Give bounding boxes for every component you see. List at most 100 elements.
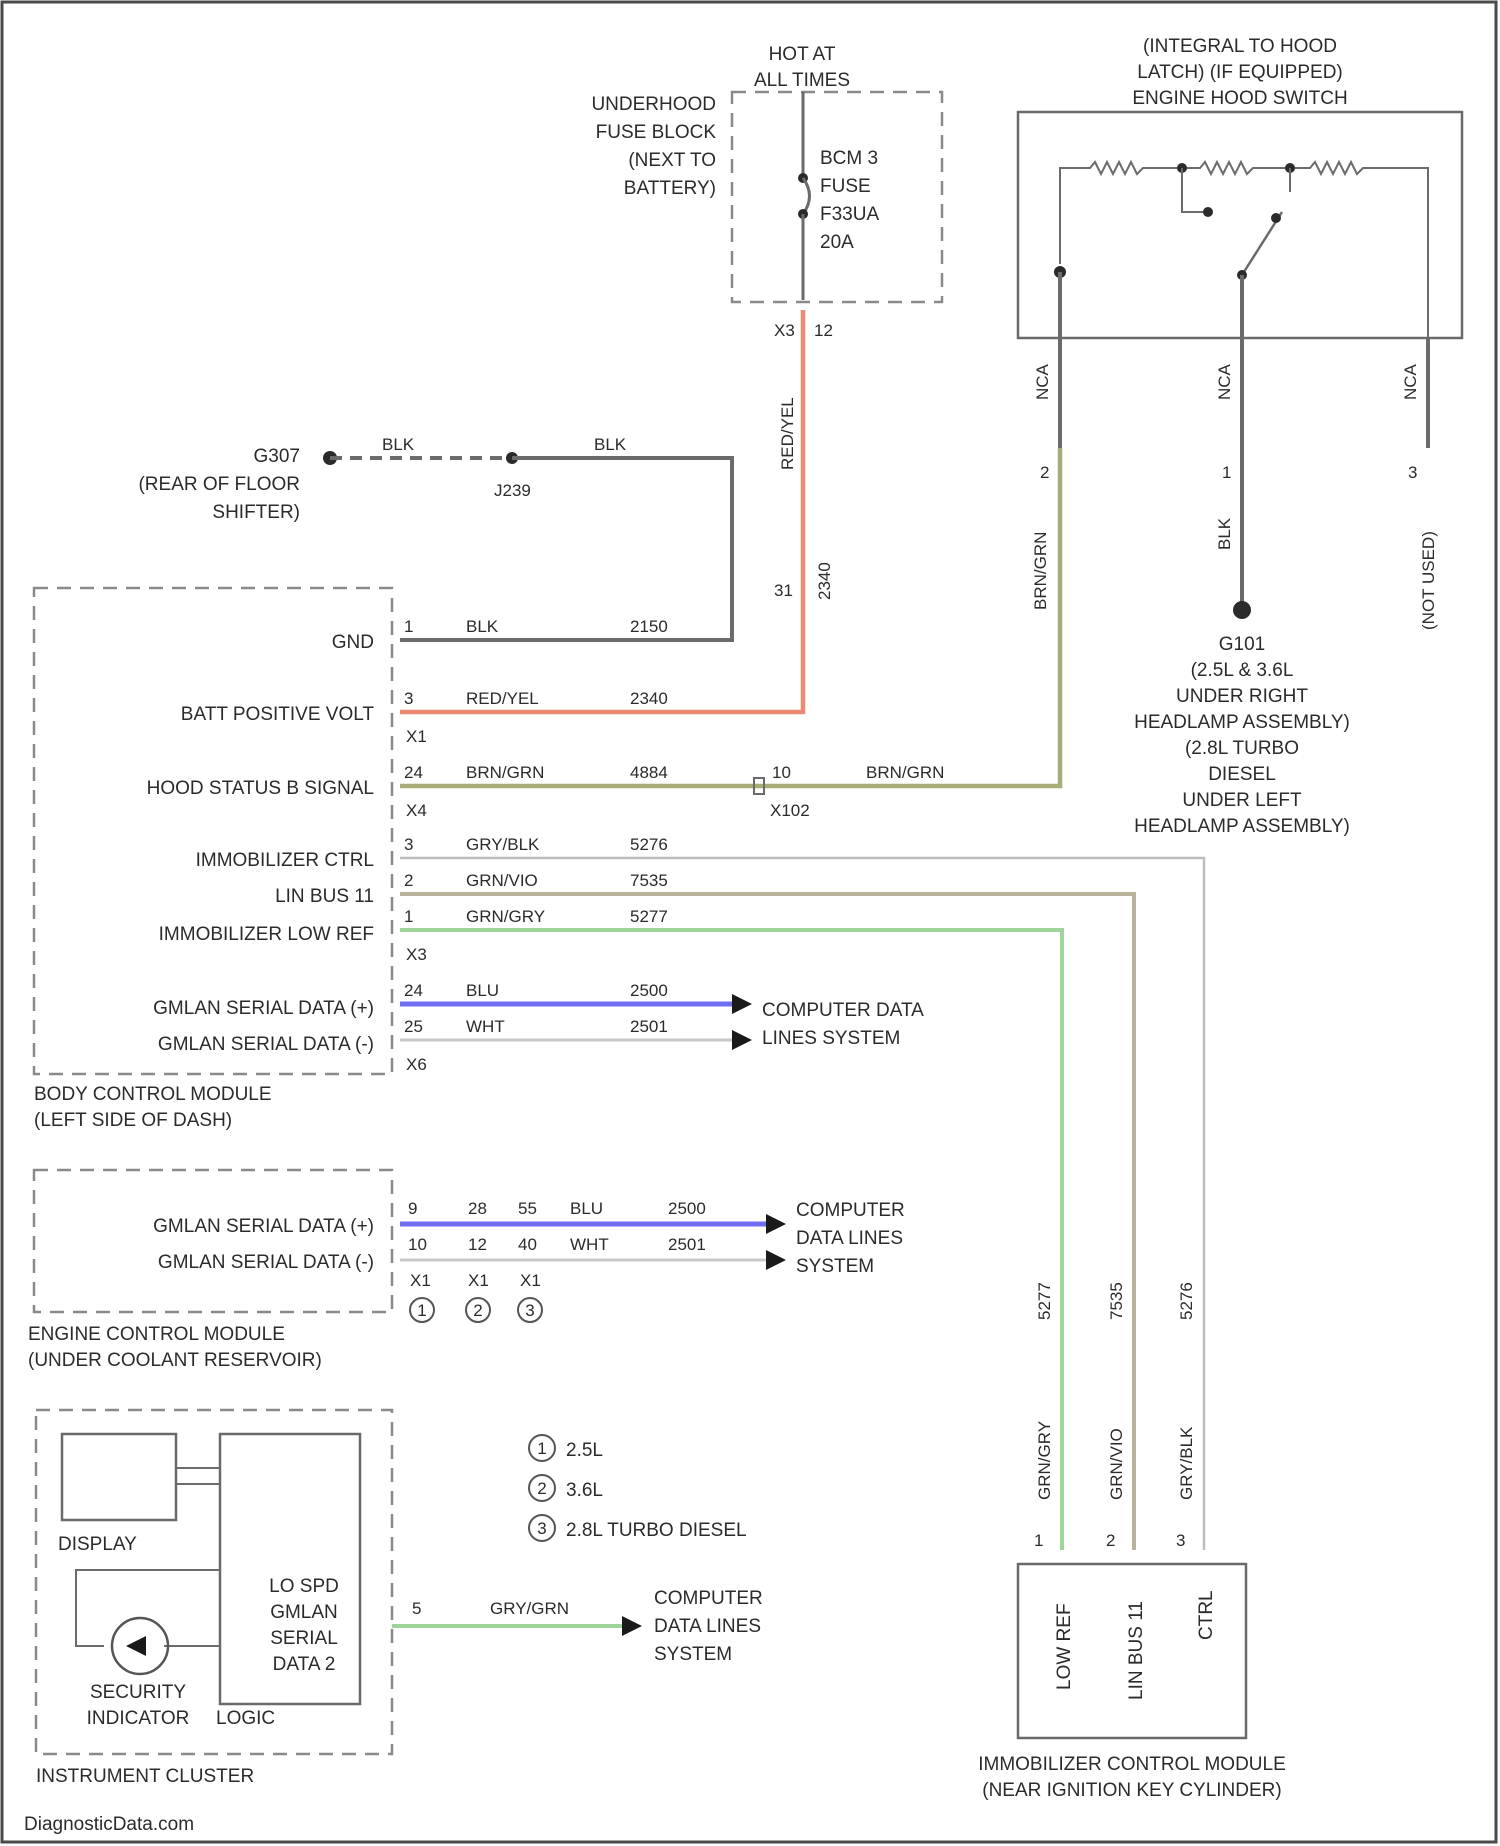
g101-line-1: G101: [1219, 634, 1265, 655]
cluster-target-2: DATA LINES: [654, 1616, 761, 1637]
bcm-signal-hood: HOOD STATUS B SIGNAL: [147, 778, 374, 799]
lo-spd-1: LO SPD: [269, 1576, 339, 1597]
bcm-signal-lin: LIN BUS 11: [275, 886, 374, 907]
ecm-pin-minus-2: 12: [468, 1235, 487, 1254]
g307-wire-color-a: BLK: [382, 435, 415, 454]
ecm-color-plus: BLU: [570, 1199, 603, 1218]
immo-pin-label-ctrl: CTRL: [1196, 1590, 1217, 1640]
ecm-pin-plus-1: 9: [408, 1199, 417, 1218]
fuse-block-name-3: (NEXT TO: [628, 150, 716, 171]
bcm-circuit-hood: 4884: [630, 763, 668, 782]
bcm-connector-x6: X6: [406, 1055, 427, 1074]
fuse-wire-color: RED/YEL: [778, 397, 797, 470]
bcm-pin-hood: 24: [404, 763, 423, 782]
x102-name: X102: [770, 801, 810, 820]
ecm-circuit-minus: 2501: [668, 1235, 706, 1254]
fuse-circuit: 2340: [815, 562, 834, 600]
legend-text-1: 2.5L: [566, 1440, 603, 1461]
ecm-variant-2: 2: [473, 1301, 482, 1320]
immo-name-2: (NEAR IGNITION KEY CYLINDER): [982, 1780, 1281, 1801]
fuse-splice-pin: 31: [774, 581, 793, 600]
ecm-pin-plus-3: 55: [518, 1199, 537, 1218]
legend-text-3: 2.8L TURBO DIESEL: [566, 1520, 747, 1541]
indicator-label-2: INDICATOR: [87, 1708, 190, 1729]
bcm-circuit-batt: 2340: [630, 689, 668, 708]
logic-label: LOGIC: [216, 1708, 275, 1729]
fuse-block-name-2: FUSE BLOCK: [596, 122, 717, 143]
ecm-connector-1: X1: [410, 1271, 431, 1290]
legend-num-3: 3: [537, 1519, 546, 1538]
fuse-name-3: F33UA: [820, 204, 879, 225]
x102-wire-color: BRN/GRN: [866, 763, 944, 782]
bcm-color-gnd: BLK: [466, 617, 499, 636]
bcm-data-target-2: LINES SYSTEM: [762, 1028, 900, 1049]
fuse-pin: 12: [814, 321, 833, 340]
ecm-pin-plus-2: 28: [468, 1199, 487, 1218]
legend-text-2: 3.6L: [566, 1480, 603, 1501]
ecm-target-3: SYSTEM: [796, 1256, 874, 1277]
g307-line-1: G307: [254, 446, 300, 467]
ecm-name-1: ENGINE CONTROL MODULE: [28, 1324, 285, 1345]
ecm-circuit-plus: 2500: [668, 1199, 706, 1218]
fuse-block-name-4: BATTERY): [624, 178, 716, 199]
bcm-circuit-gmlan-minus: 2501: [630, 1017, 668, 1036]
bcm-signal-batt: BATT POSITIVE VOLT: [181, 704, 375, 725]
bcm-signal-gnd: GND: [332, 632, 374, 653]
hood-switch-contact: [1203, 207, 1213, 217]
bcm-pin-gmlan-plus: 24: [404, 981, 423, 1000]
immo-circuit-ctrl: 5276: [1177, 1282, 1196, 1320]
g101-ground-point: [1233, 601, 1251, 619]
bcm-color-gmlan-minus: WHT: [466, 1017, 505, 1036]
immo-circuit-lin: 7535: [1107, 1282, 1126, 1320]
bcm-color-hood: BRN/GRN: [466, 763, 544, 782]
g101-line-4: HEADLAMP ASSEMBLY): [1134, 712, 1350, 733]
hood-left-wire-color: BRN/GRN: [1031, 532, 1050, 610]
legend-num-1: 1: [537, 1439, 546, 1458]
j239-label: J239: [494, 481, 531, 500]
hood-pin-right: 3: [1408, 463, 1417, 482]
g101-line-7: UNDER LEFT: [1182, 790, 1302, 811]
hood-not-used: (NOT USED): [1419, 531, 1438, 630]
bcm-pin-batt: 3: [404, 689, 413, 708]
ecm-variant-1: 1: [417, 1301, 426, 1320]
immo-name-1: IMMOBILIZER CONTROL MODULE: [978, 1754, 1286, 1775]
bcm-connector-x4: X4: [406, 801, 427, 820]
lo-spd-3: SERIAL: [270, 1628, 338, 1649]
bcm-color-immo-low: GRN/GRY: [466, 907, 545, 926]
ecm-pin-minus-3: 40: [518, 1235, 537, 1254]
g101-line-2: (2.5L & 3.6L: [1191, 660, 1294, 681]
hood-pin-label-mid: NCA: [1215, 363, 1234, 400]
hood-switch-title-1: (INTEGRAL TO HOOD: [1143, 36, 1337, 57]
ecm-target-2: DATA LINES: [796, 1228, 903, 1249]
lo-spd-4: DATA 2: [273, 1654, 336, 1675]
immo-pin-1: 1: [1034, 1531, 1043, 1550]
hood-switch-contact-2: [1271, 213, 1281, 223]
hood-switch-title-2: LATCH) (IF EQUIPPED): [1137, 62, 1343, 83]
bcm-color-batt: RED/YEL: [466, 689, 539, 708]
hood-pin-label-right: NCA: [1401, 363, 1420, 400]
g101-line-6: DIESEL: [1208, 764, 1276, 785]
cluster-wire-color: GRY/GRN: [490, 1599, 569, 1618]
bcm-data-target-1: COMPUTER DATA: [762, 1000, 924, 1021]
immo-pin-label-low: LOW REF: [1054, 1603, 1075, 1690]
ecm-variant-3: 3: [525, 1301, 534, 1320]
bcm-circuit-immo-ctrl: 5276: [630, 835, 668, 854]
ecm-connector-2: X1: [468, 1271, 489, 1290]
bcm-circuit-immo-low: 5277: [630, 907, 668, 926]
x102-pin: 10: [772, 763, 791, 782]
immo-circuit-low: 5277: [1035, 1282, 1054, 1320]
immo-pin-label-lin: LIN BUS 11: [1126, 1601, 1147, 1700]
bcm-name-1: BODY CONTROL MODULE: [34, 1084, 272, 1105]
g101-line-5: (2.8L TURBO: [1185, 738, 1299, 759]
cluster-target-1: COMPUTER: [654, 1588, 763, 1609]
ecm-target-1: COMPUTER: [796, 1200, 905, 1221]
bcm-circuit-gmlan-plus: 2500: [630, 981, 668, 1000]
ecm-signal-minus: GMLAN SERIAL DATA (-): [158, 1252, 374, 1273]
cluster-target-3: SYSTEM: [654, 1644, 732, 1665]
bcm-circuit-lin: 7535: [630, 871, 668, 890]
ecm-signal-plus: GMLAN SERIAL DATA (+): [153, 1216, 374, 1237]
hood-ground-wire-color: BLK: [1215, 517, 1234, 550]
fuse-block-name-1: UNDERHOOD: [591, 94, 716, 115]
